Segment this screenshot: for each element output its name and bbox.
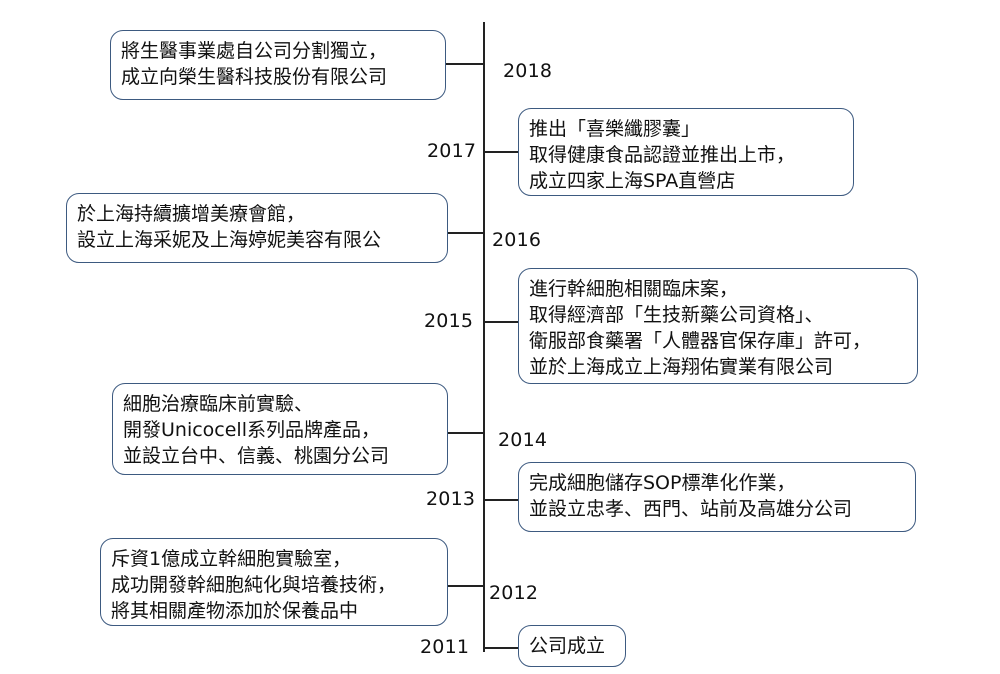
event-text-line: 將其相關產物添加於保養品中	[111, 600, 359, 622]
timeline-connector	[446, 63, 484, 65]
event-box-2013: 完成細胞儲存SOP標準化作業， 並設立忠孝、西門、站前及高雄分公司	[518, 462, 916, 532]
timeline-connector	[448, 232, 484, 234]
event-text-line: 並設立忠孝、西門、站前及高雄分公司	[529, 498, 853, 520]
year-label-2013: 2013	[426, 488, 476, 510]
year-label-2012: 2012	[489, 582, 539, 604]
year-label-2016: 2016	[492, 229, 542, 251]
year-label-2017: 2017	[427, 140, 477, 162]
event-text-line: 進行幹細胞相關臨床案，	[529, 278, 739, 300]
event-text-line: 取得健康食品認證並推出上市，	[529, 144, 796, 166]
event-box-2012: 斥資1億成立幹細胞實驗室， 成功開發幹細胞純化與培養技術， 將其相關產物添加於保養品…	[100, 538, 448, 626]
event-text-line: 取得經濟部「生技新藥公司資格」、	[529, 304, 824, 326]
event-box-2017: 推出「喜樂纖膠囊」取得健康食品認證並推出上市， 成立四家上海SPA直營店	[518, 108, 854, 196]
timeline-connector	[448, 432, 484, 434]
event-text-line: 並於上海成立上海翔佑實業有限公司	[529, 356, 834, 378]
timeline-axis	[483, 22, 485, 652]
event-text-line: 成立向榮生醫科技股份有限公司	[121, 66, 388, 88]
event-text-line: 公司成立	[529, 635, 606, 657]
year-label-2015: 2015	[424, 310, 474, 332]
event-text-line: 細胞治療臨床前實驗、	[123, 393, 314, 415]
event-text-line: 成功開發幹細胞純化與培養技術，	[111, 574, 397, 596]
timeline-connector	[484, 647, 518, 649]
event-text-line: 設立上海采妮及上海婷妮美容有限公	[77, 229, 382, 251]
timeline-connector	[448, 585, 484, 587]
timeline-connector	[484, 321, 518, 323]
year-label-2018: 2018	[503, 60, 553, 82]
event-text-line: 於上海持續擴增美療會館，	[77, 203, 306, 225]
timeline-connector	[484, 151, 518, 153]
event-box-2014: 細胞治療臨床前實驗、開發Unicocell系列品牌產品， 並設立台中、信義、桃園分…	[112, 383, 448, 475]
year-label-2014: 2014	[498, 429, 548, 451]
event-text-line: 開發Unicocell系列品牌產品，	[123, 419, 380, 441]
event-box-2016: 於上海持續擴增美療會館， 設立上海采妮及上海婷妮美容有限公	[66, 193, 448, 263]
event-text-line: 完成細胞儲存SOP標準化作業，	[529, 472, 796, 494]
event-text-line: 並設立台中、信義、桃園分公司	[123, 445, 390, 467]
event-box-2011: 公司成立	[518, 625, 626, 667]
event-text-line: 斥資1億成立幹細胞實驗室，	[111, 548, 352, 570]
event-text-line: 將生醫事業處自公司分割獨立，	[121, 40, 388, 62]
event-box-2015: 進行幹細胞相關臨床案， 取得經濟部「生技新藥公司資格」、衛服部食藥署「人體器官保存…	[518, 268, 918, 384]
event-text-line: 推出「喜樂纖膠囊」	[529, 118, 701, 140]
timeline-connector	[484, 499, 518, 501]
event-text-line: 衛服部食藥署「人體器官保存庫」許可，	[529, 330, 872, 352]
event-box-2018: 將生醫事業處自公司分割獨立， 成立向榮生醫科技股份有限公司	[110, 30, 446, 100]
year-label-2011: 2011	[420, 636, 470, 658]
event-text-line: 成立四家上海SPA直營店	[529, 170, 736, 192]
